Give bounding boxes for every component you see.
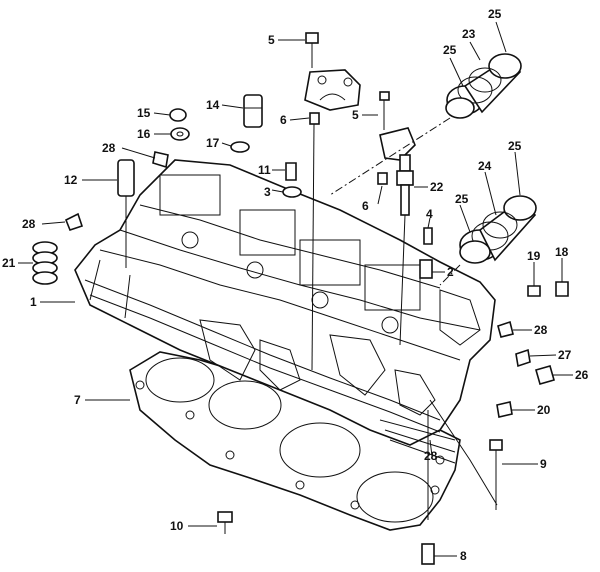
- label-8: 8: [460, 549, 467, 563]
- label-6-upper: 6: [280, 113, 287, 127]
- label-7: 7: [74, 393, 81, 407]
- label-28-a: 28: [102, 141, 116, 155]
- label-17: 17: [206, 136, 220, 150]
- label-15: 15: [137, 106, 151, 120]
- washer-13: [282, 186, 302, 198]
- label-21: 21: [2, 256, 16, 270]
- bolt-5-side: [379, 91, 390, 130]
- intake-boot-lower: [459, 195, 537, 264]
- dowel-8: [421, 543, 435, 565]
- label-11: 11: [258, 163, 271, 177]
- dowel-6-lower: [377, 172, 388, 185]
- plug-14: [243, 94, 263, 128]
- spark-plug-22: [396, 154, 414, 346]
- cap-28-top: [152, 151, 169, 169]
- part-27: [515, 348, 531, 368]
- bolt-10: [217, 511, 233, 534]
- washer-16: [170, 127, 190, 141]
- label-1: 1: [30, 295, 37, 309]
- label-28-b: 28: [22, 217, 36, 231]
- part-26: [535, 365, 555, 385]
- label-26: 26: [575, 368, 589, 382]
- label-28-c: 28: [534, 323, 548, 337]
- label-6-lower: 6: [362, 199, 369, 213]
- cap-28-right: [497, 320, 514, 338]
- label-9: 9: [540, 457, 547, 471]
- label-22: 22: [430, 180, 444, 194]
- part-20: [496, 401, 513, 418]
- label-25-b: 25: [443, 43, 457, 57]
- oring-17: [230, 141, 250, 153]
- part-18: [555, 281, 569, 297]
- label-27: 27: [558, 348, 572, 362]
- label-12: 12: [64, 173, 78, 187]
- stud-11: [285, 162, 297, 181]
- label-18: 18: [555, 245, 569, 259]
- intake-boot-upper: [445, 53, 522, 119]
- label-28-d: 28: [424, 449, 438, 463]
- label-14: 14: [206, 98, 220, 112]
- camshaft-cap-small: [379, 127, 416, 161]
- callout-labels: 1 2 3 4 5 5 6 6 7 8 9 10 11 12 14 15 16 …: [2, 7, 589, 563]
- label-10: 10: [170, 519, 184, 533]
- bolt-5-top: [305, 32, 319, 68]
- part-19: [527, 285, 541, 297]
- leader-lines: [18, 21, 573, 557]
- nut-15: [169, 108, 187, 122]
- rubber-21: [32, 241, 58, 285]
- label-2: 2: [447, 265, 454, 279]
- bolt-9: [489, 439, 503, 510]
- label-23: 23: [462, 27, 476, 41]
- label-25-a: 25: [488, 7, 502, 21]
- label-24: 24: [478, 159, 492, 173]
- camshaft-cap: [304, 69, 361, 111]
- cylinder-head: [74, 159, 496, 464]
- cap-28-left: [64, 212, 84, 231]
- label-19: 19: [527, 249, 541, 263]
- label-25-c: 25: [508, 139, 522, 153]
- label-25-d: 25: [455, 192, 469, 206]
- label-5-top: 5: [268, 33, 275, 47]
- label-3: 3: [264, 185, 271, 199]
- label-16: 16: [137, 127, 151, 141]
- dowel-6-upper: [309, 112, 320, 125]
- sleeve-12: [117, 159, 135, 268]
- label-4: 4: [426, 207, 433, 221]
- part-4: [423, 227, 433, 245]
- label-5-side: 5: [352, 108, 359, 122]
- fitting-2: [419, 259, 433, 279]
- label-20: 20: [537, 403, 551, 417]
